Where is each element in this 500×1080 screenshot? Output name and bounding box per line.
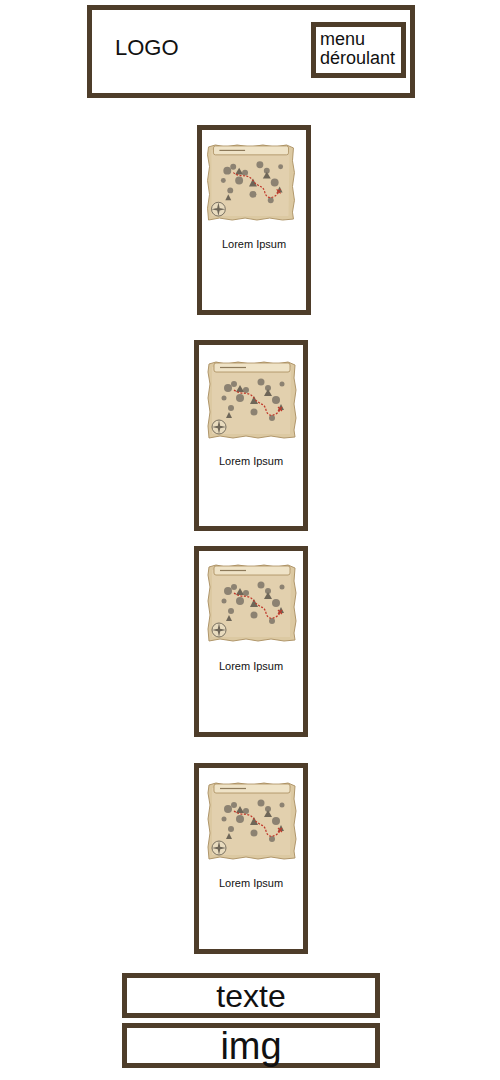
treasure-map	[208, 565, 296, 641]
card-label: Lorem Ipsum	[203, 455, 299, 467]
card: Lorem Ipsum	[194, 546, 308, 737]
treasure-map	[208, 145, 295, 220]
treasure-map	[208, 362, 296, 438]
card: Lorem Ipsum	[194, 340, 308, 531]
text-box-label: texte	[216, 979, 285, 1013]
card: Lorem Ipsum	[194, 763, 308, 954]
image-box: img	[122, 1023, 380, 1068]
dropdown-menu-box-label: menu déroulant	[320, 30, 398, 68]
header-bar: LOGOmenu déroulant	[87, 5, 415, 98]
treasure-map	[208, 783, 296, 859]
card-label: Lorem Ipsum	[206, 238, 302, 250]
card-label: Lorem Ipsum	[203, 877, 299, 889]
card: Lorem Ipsum	[197, 125, 311, 315]
image-box-label: img	[220, 1028, 281, 1064]
text-box: texte	[122, 973, 380, 1018]
dropdown-menu-box: menu déroulant	[311, 22, 406, 78]
card-label: Lorem Ipsum	[203, 660, 299, 672]
